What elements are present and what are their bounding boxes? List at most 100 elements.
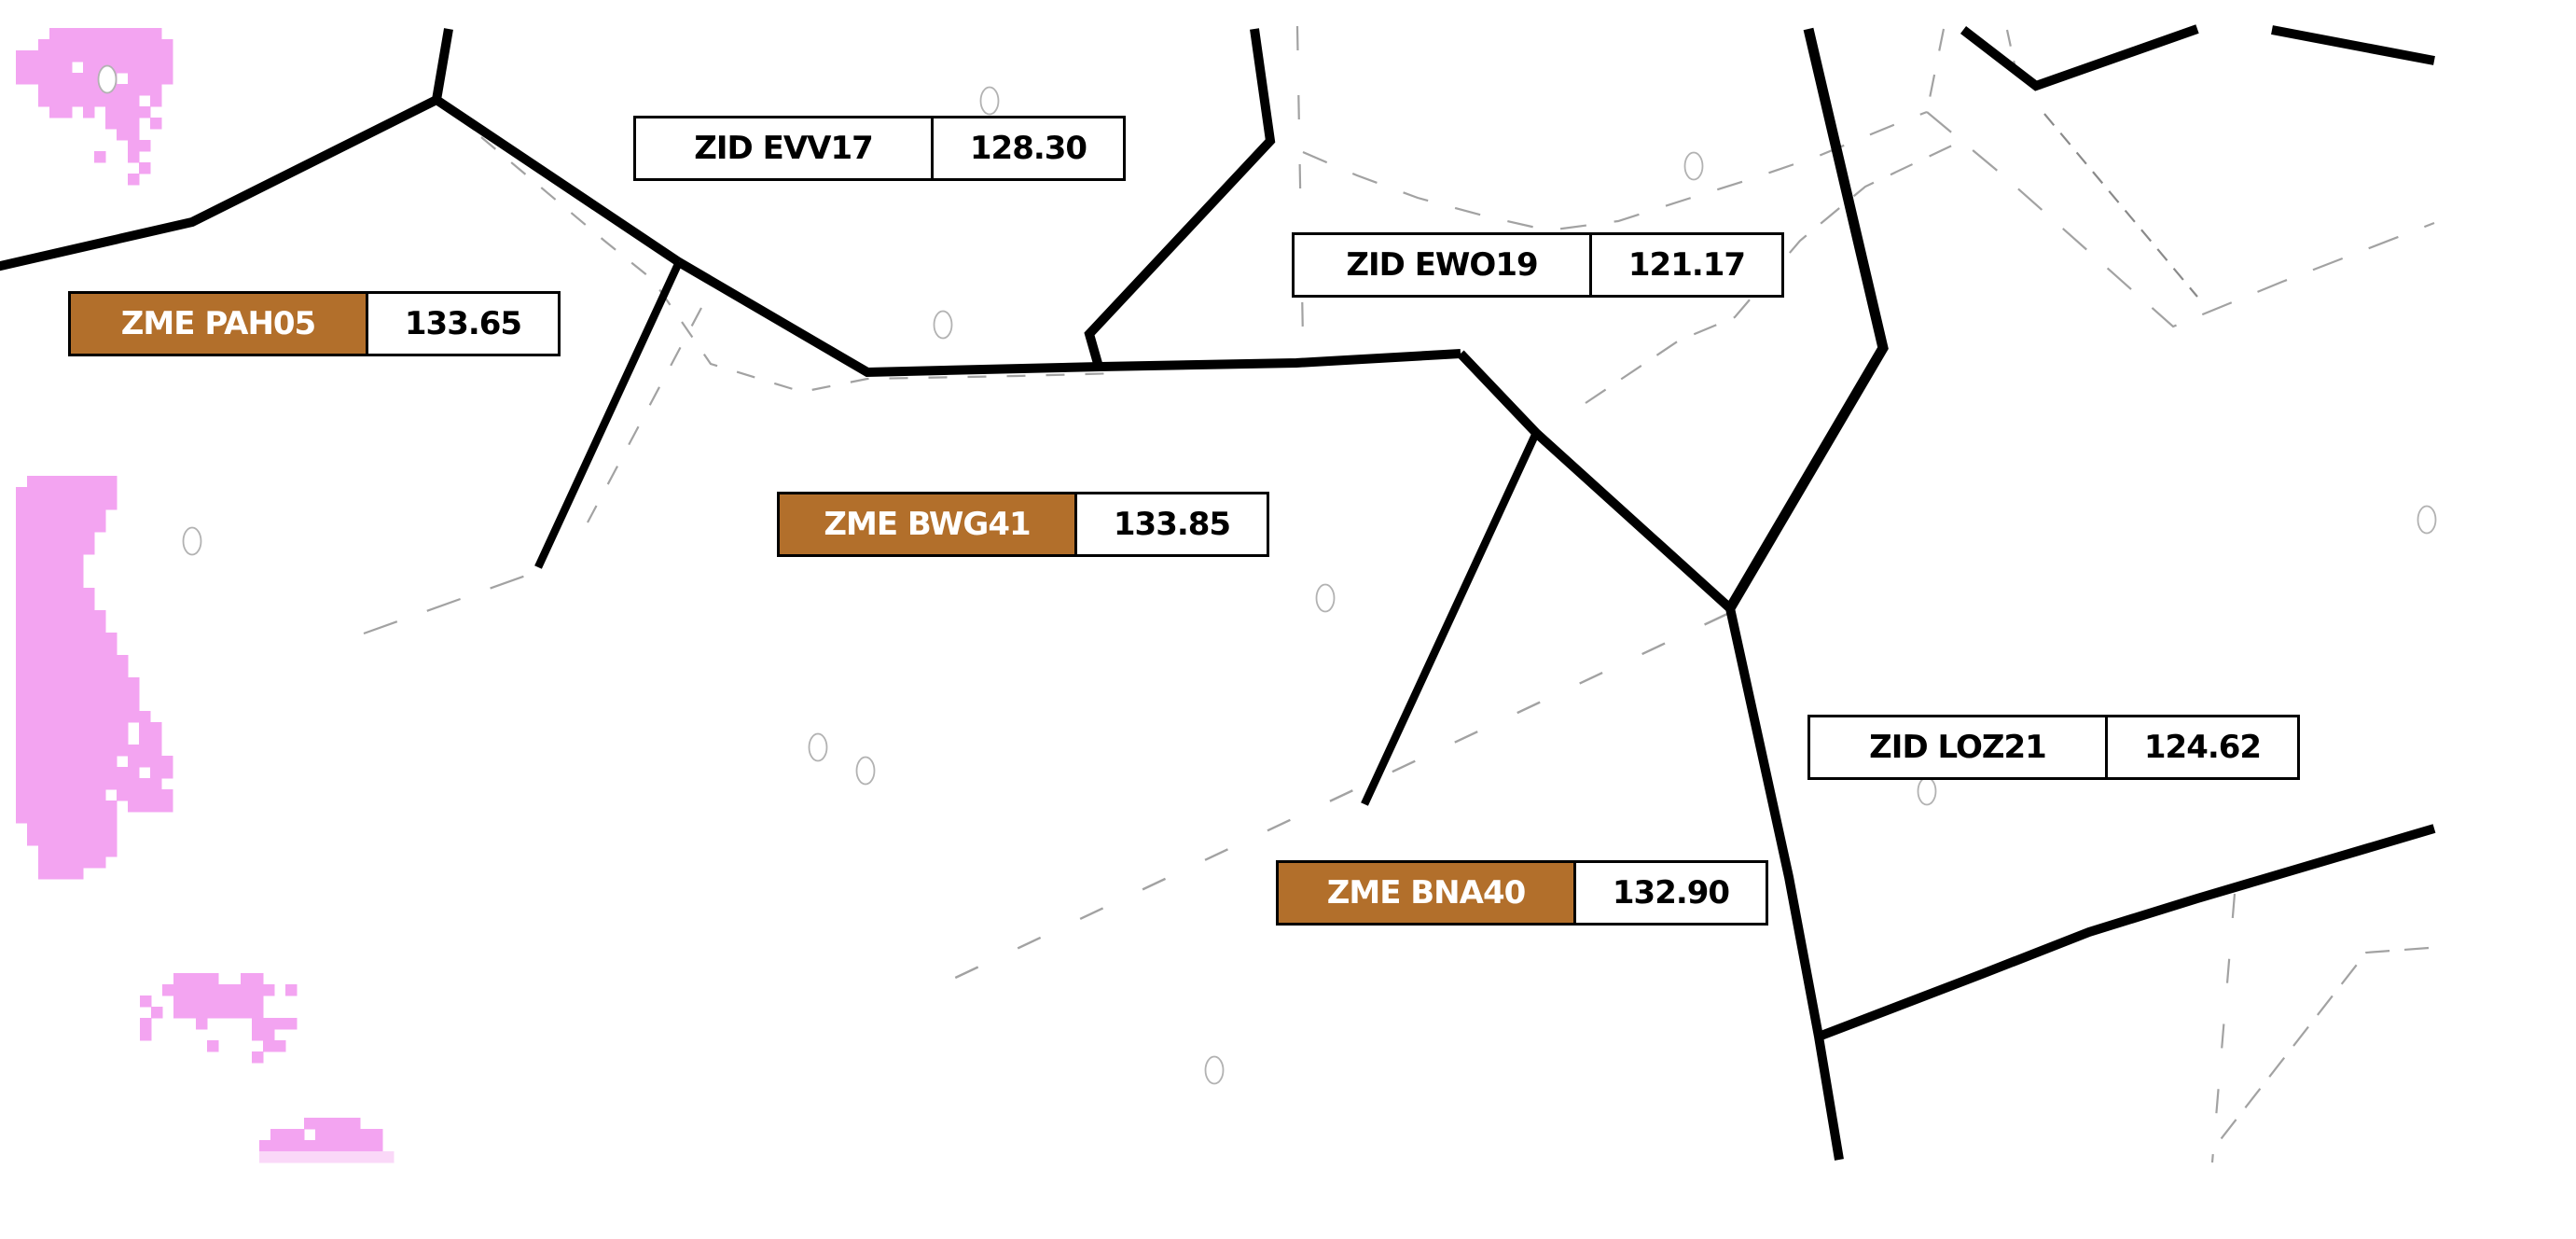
weather-blob-west [61,711,73,723]
airport-ring [1204,1055,1225,1085]
weather-blob-west [94,767,106,779]
weather-blob-west [16,733,28,745]
weather-blob-west [105,711,118,723]
sector-name-cell: ZME BNA40 [1276,860,1576,926]
weather-blob-west [49,745,62,757]
weather-blob-northwest [72,39,84,51]
weather-blob-northwest [128,73,140,85]
weather-blob-west [83,655,95,667]
weather-blob-west [38,789,50,801]
weather-blob-northwest [128,151,140,163]
weather-blob-west [49,666,62,678]
weather-blob-west [38,767,50,779]
weather-blob-west [161,767,173,779]
weather-blob-west [94,610,106,622]
weather-blob-west [27,689,39,701]
weather-blob-west [16,689,28,701]
weather-blob-south [326,1129,339,1141]
weather-blob-west [105,689,118,701]
weather-blob-west [72,509,84,522]
sector-label-ewo19[interactable]: ZID EWO19 121.17 [1292,232,1784,298]
weather-blob-west [128,767,140,779]
weather-blob-west [150,756,162,768]
weather-blob-west [94,845,106,857]
weather-blob-west [38,666,50,678]
sector-label-bna40[interactable]: ZME BNA40 132.90 [1276,860,1768,926]
weather-blob-west [16,554,28,566]
weather-blob-west [16,789,28,801]
weather-blob-west [72,487,84,499]
weather-blob-mid [252,995,264,1008]
weather-blob-west [117,789,129,801]
weather-blob-west [38,834,50,846]
weather-blob-mid [207,973,219,985]
weather-blob-west [61,733,73,745]
weather-blob-west [150,745,162,757]
sector-label-pah05[interactable]: ZME PAH05 133.65 [68,291,561,356]
weather-blob-west [49,577,62,589]
weather-blob-northwest [61,84,73,96]
weather-blob-northwest [61,62,73,74]
weather-blob-west [16,588,28,600]
weather-blob-west [83,532,95,544]
weather-blob-west [83,521,95,533]
sector-label-loz21[interactable]: ZID LOZ21 124.62 [1807,715,2300,780]
weather-blob-west [61,633,73,645]
weather-blob-west [38,599,50,611]
weather-blob-west [105,756,118,768]
weather-blob-south [270,1140,283,1152]
weather-blob-northwest [38,39,50,51]
weather-blob-west [94,509,106,522]
weather-blob-west [61,599,73,611]
weather-blob-west [61,565,73,578]
weather-blob-west [38,823,50,835]
weather-blob-mid [185,1007,197,1019]
weather-blob-west [38,633,50,645]
weather-blob-northwest [61,106,73,118]
weather-blob-northwest [150,50,162,63]
weather-blob-northwest [105,118,118,130]
sector-label-evv17[interactable]: ZID EVV17 128.30 [633,116,1126,181]
weather-blob-west [105,677,118,689]
weather-blob-west [94,733,106,745]
weather-blob-west [49,588,62,600]
weather-blob-west [38,476,50,488]
weather-blob-west [49,812,62,824]
weather-blob-northwest [117,118,129,130]
weather-blob-northwest [150,118,162,130]
weather-blob-west [72,812,84,824]
weather-blob-west [38,756,50,768]
weather-blob-northwest [128,62,140,74]
weather-blob-west [38,588,50,600]
weather-blob-west [16,778,28,790]
weather-blob-west [61,521,73,533]
weather-blob-west [94,812,106,824]
weather-blob-west [161,800,173,813]
weather-blob-west [49,868,62,880]
weather-blob-west [61,487,73,499]
weather-blob-west [61,823,73,835]
weather-blob-south [360,1151,372,1163]
weather-blob-west [139,745,151,757]
sector-label-bwg41[interactable]: ZME BWG41 133.85 [777,492,1269,557]
weather-blob-mid [140,1018,152,1030]
weather-blob-northwest [117,106,129,118]
weather-blob-northwest [61,50,73,63]
weather-blob-northwest [139,39,151,51]
weather-blob-west [83,621,95,633]
weather-blob-northwest [139,62,151,74]
weather-blob-west [150,789,162,801]
weather-blob-west [105,845,118,857]
weather-blob-northwest [49,62,62,74]
weather-blob-west [61,644,73,656]
weather-blob-west [94,722,106,734]
boundary-loz-south [1817,824,2436,1041]
weather-blob-west [49,633,62,645]
weather-blob-west [16,577,28,589]
weather-blob-west [49,498,62,510]
weather-blob-northwest [105,106,118,118]
weather-blob-west [139,733,151,745]
weather-blob-west [49,711,62,723]
weather-blob-west [27,509,39,522]
weather-blob-west [27,789,39,801]
